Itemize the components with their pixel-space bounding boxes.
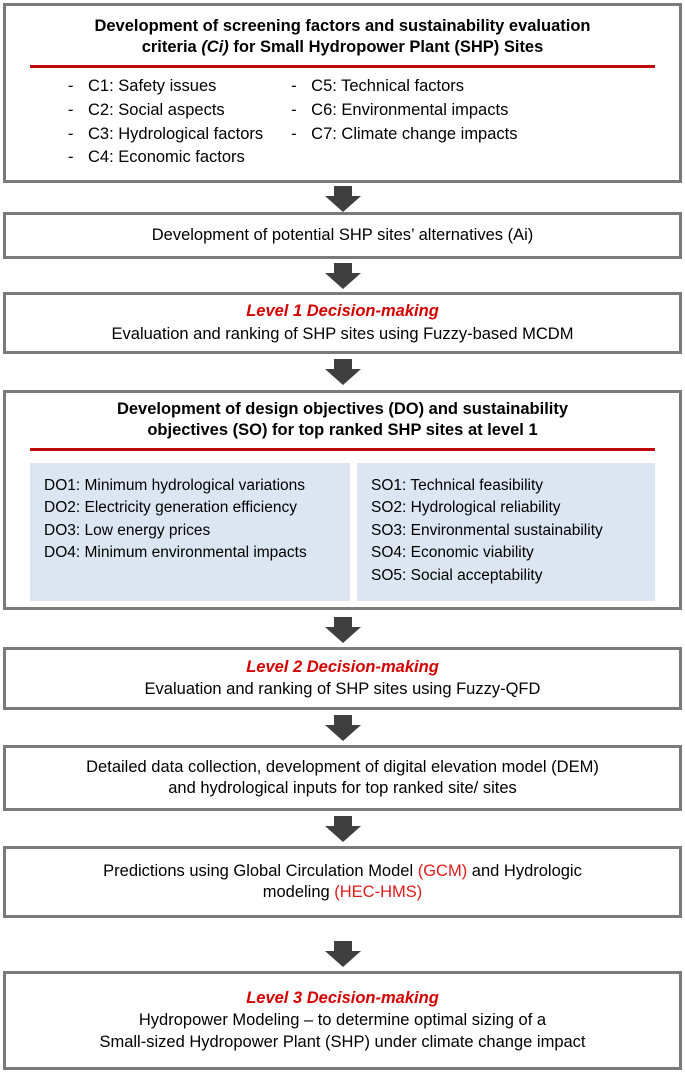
objectives-panels: DO1: Minimum hydrological variations DO2… <box>6 462 679 602</box>
node-level-2-decision: Level 2 Decision-making Evaluation and r… <box>3 647 682 710</box>
design-objective-item: DO1: Minimum hydrological variations <box>44 476 306 494</box>
predictions-gcm-label: (GCM) <box>417 861 468 880</box>
node-design-sustainability-objectives: Development of design objectives (DO) an… <box>3 390 682 610</box>
predictions-hechms-label: (HEC-HMS) <box>334 883 423 901</box>
flow-arrow-down-icon <box>323 186 363 212</box>
flow-arrow-down-icon <box>323 263 363 289</box>
sustainability-objective-item: SO5: Social acceptability <box>371 566 543 584</box>
sustainability-objectives-panel: SO1: Technical feasibility SO2: Hydrolog… <box>357 462 655 602</box>
level-3-line2: Small-sized Hydropower Plant (SHP) under… <box>99 1032 586 1051</box>
criteria-item: -C1: Safety issues <box>68 75 263 99</box>
sustainability-objective-item: SO4: Economic viability <box>371 544 534 562</box>
red-divider-rule <box>30 447 655 451</box>
flow-arrow-down-icon <box>323 617 363 643</box>
data-collection-line2: and hydrological inputs for top ranked s… <box>168 779 517 797</box>
criteria-item: -C6: Environmental impacts <box>291 99 517 123</box>
predictions-seg1: Predictions using Global Circulation Mod… <box>103 861 418 880</box>
criteria-list: -C1: Safety issues -C2: Social aspects -… <box>6 75 679 169</box>
criteria-item: -C3: Hydrological factors <box>68 123 263 147</box>
level-3-description: Hydropower Modeling – to determine optim… <box>85 1010 599 1053</box>
red-divider-rule <box>30 65 655 69</box>
objectives-title: Development of design objectives (DO) an… <box>95 399 590 441</box>
criteria-title-ci: (Ci) <box>201 38 229 57</box>
sustainability-objective-item: SO2: Hydrological reliability <box>371 499 561 517</box>
flow-arrow-down-icon <box>323 359 363 385</box>
bullet-dash-icon: - <box>291 77 297 96</box>
criteria-item-label: C2: Social aspects <box>88 101 225 120</box>
predictions-seg4: modeling <box>262 883 335 901</box>
predictions-text: Predictions using Global Circulation Mod… <box>89 861 596 904</box>
flow-arrow-down-icon <box>323 715 363 741</box>
design-objectives-panel: DO1: Minimum hydrological variations DO2… <box>30 462 350 602</box>
criteria-title-line2-pre: criteria <box>141 38 202 57</box>
node-screening-criteria: Development of screening factors and sus… <box>3 3 682 183</box>
criteria-column-right: -C5: Technical factors -C6: Environmenta… <box>291 75 517 169</box>
criteria-title-line1: Development of screening factors and sus… <box>94 17 591 36</box>
flow-arrow-down-icon <box>323 816 363 842</box>
criteria-item-label: C5: Technical factors <box>311 77 465 96</box>
data-collection-line1: Detailed data collection, development of… <box>86 757 599 776</box>
node-data-collection: Detailed data collection, development of… <box>3 745 682 811</box>
criteria-title-line2-post: for Small Hydropower Plant (SHP) Sites <box>228 38 544 57</box>
criteria-item-label: C6: Environmental impacts <box>311 101 509 120</box>
node-alternatives: Development of potential SHP sites’ alte… <box>3 212 682 259</box>
objectives-title-line1: Development of design objectives (DO) an… <box>116 399 569 418</box>
node-predictions: Predictions using Global Circulation Mod… <box>3 846 682 918</box>
level-3-heading: Level 3 Decision-making <box>246 988 439 1007</box>
alternatives-text-pre: Development of potential SHP sites’ alte… <box>151 225 508 244</box>
flow-arrow-down-icon <box>323 941 363 967</box>
bullet-dash-icon: - <box>291 124 297 143</box>
level-1-heading: Level 1 Decision-making <box>246 302 439 321</box>
criteria-item-label: C3: Hydrological factors <box>88 124 264 143</box>
criteria-item-label: C1: Safety issues <box>88 77 217 96</box>
node-level-3-decision: Level 3 Decision-making Hydropower Model… <box>3 971 682 1070</box>
design-objective-item: DO2: Electricity generation efficiency <box>44 499 297 517</box>
objectives-title-line2: objectives (SO) for top ranked SHP sites… <box>147 420 538 439</box>
criteria-item-label: C7: Climate change impacts <box>311 124 518 143</box>
design-objective-item: DO3: Low energy prices <box>44 521 211 539</box>
criteria-item-label: C4: Economic factors <box>88 148 245 167</box>
bullet-dash-icon: - <box>68 124 74 143</box>
level-3-line1: Hydropower Modeling – to determine optim… <box>138 1011 547 1030</box>
node-screening-criteria-title: Development of screening factors and sus… <box>72 16 612 58</box>
design-objective-item: DO4: Minimum environmental impacts <box>44 544 307 562</box>
bullet-dash-icon: - <box>68 101 74 120</box>
criteria-item: -C7: Climate change impacts <box>291 123 517 147</box>
sustainability-objective-item: SO1: Technical feasibility <box>371 476 544 494</box>
criteria-item: -C5: Technical factors <box>291 75 517 99</box>
bullet-dash-icon: - <box>291 101 297 120</box>
criteria-item: -C4: Economic factors <box>68 146 263 170</box>
level-2-description: Evaluation and ranking of SHP sites usin… <box>144 680 541 698</box>
level-2-heading: Level 2 Decision-making <box>246 657 439 676</box>
criteria-item: -C2: Social aspects <box>68 99 263 123</box>
criteria-column-left: -C1: Safety issues -C2: Social aspects -… <box>68 75 263 169</box>
alternatives-text-ai: (Ai) <box>507 225 534 244</box>
predictions-seg3: and Hydrologic <box>467 861 582 880</box>
sustainability-objective-item: SO3: Environmental sustainability <box>371 521 603 539</box>
level-1-description: Evaluation and ranking of SHP sites usin… <box>111 324 574 343</box>
node-level-1-decision: Level 1 Decision-making Evaluation and r… <box>3 292 682 354</box>
bullet-dash-icon: - <box>68 148 74 167</box>
data-collection-text: Detailed data collection, development of… <box>72 757 613 800</box>
node-alternatives-text: Development of potential SHP sites’ alte… <box>138 225 548 246</box>
bullet-dash-icon: - <box>68 77 74 96</box>
